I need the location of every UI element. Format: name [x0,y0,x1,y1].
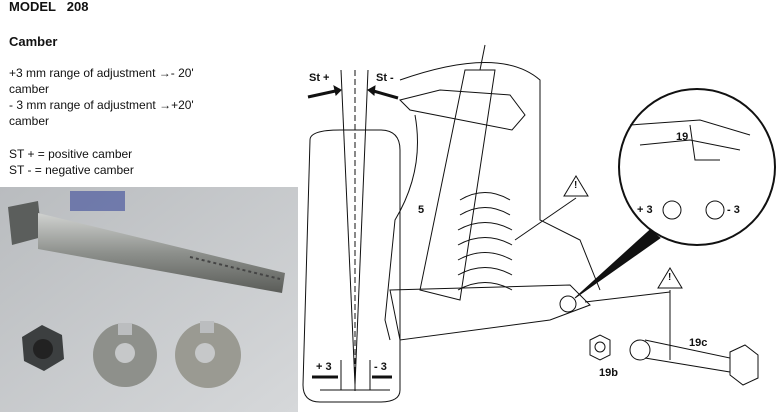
nut-19b [589,334,611,361]
adjustment-minus-text: - 3 mm range of adjustment →+20' [9,98,194,112]
st-minus-label: St - [376,72,394,84]
warning-icon: ! [574,180,578,191]
negative-camber-legend: ST - = negative camber [9,163,134,177]
warning-triangle-2 [657,267,683,289]
minus3-label: - 3 [374,361,387,373]
part-19b-label: 19b [599,367,618,379]
plus3-label: + 3 [316,361,332,373]
model-heading: MODEL 208 [9,0,89,14]
detail-minus3-label: - 3 [727,204,740,216]
warning-icon: ! [668,272,672,283]
eccentric-washer-1 [93,323,157,387]
part-5-label: 5 [418,204,425,216]
spring [457,192,513,291]
bolt-19c [629,339,759,386]
eccentric-washer-2 [175,321,241,388]
eccentric-bolt [8,201,285,293]
part-19-label: 19 [676,131,689,143]
section-title: Camber [9,34,58,49]
wheel-outline [302,129,401,403]
lower-arm [389,284,591,341]
adjustment-plus-text: +3 mm range of adjustment →- 20' [9,66,194,80]
eccentric-bolt-position [559,295,577,313]
detail-circle [618,88,776,246]
st-plus-label: St + [309,72,330,84]
shock [419,69,496,301]
positive-camber-legend: ST + = positive camber [9,147,133,161]
adjustment-minus-text-cont: camber [9,114,50,128]
nut [22,325,64,371]
parts-photo [0,187,298,412]
suspension-diagram [302,44,776,403]
detail-plus3-label: + 3 [637,204,653,216]
adjustment-plus-text-cont: camber [9,82,50,96]
knuckle-5 [384,114,418,341]
part-19c-label: 19c [689,337,708,349]
warning-triangle-1 [563,175,589,197]
upper-arm [399,89,526,131]
